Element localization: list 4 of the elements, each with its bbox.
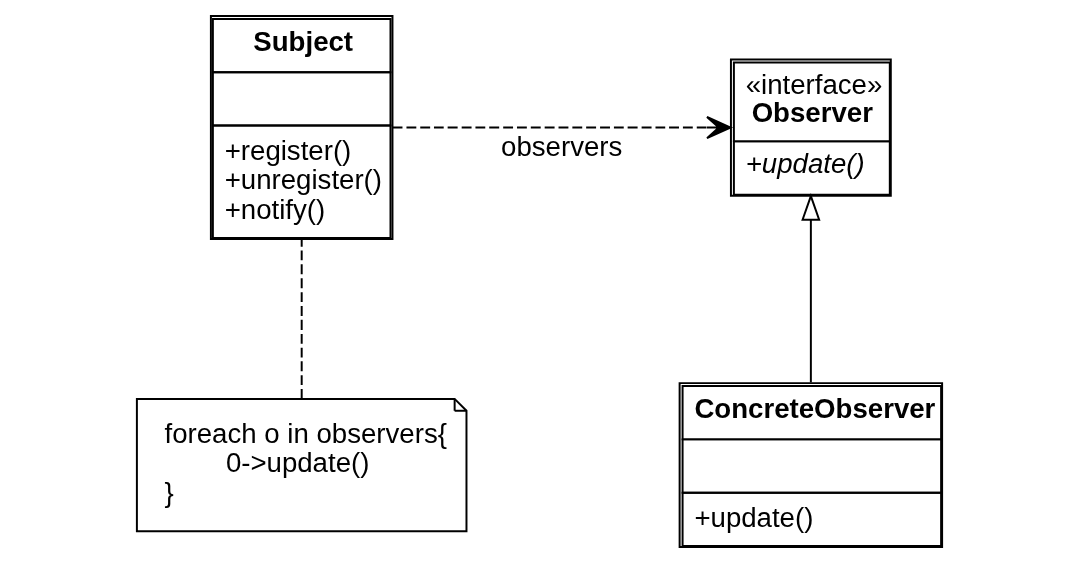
edge-label: observers xyxy=(500,130,622,162)
arrow xyxy=(800,193,821,384)
connector xyxy=(300,238,303,400)
arrow xyxy=(391,115,732,140)
